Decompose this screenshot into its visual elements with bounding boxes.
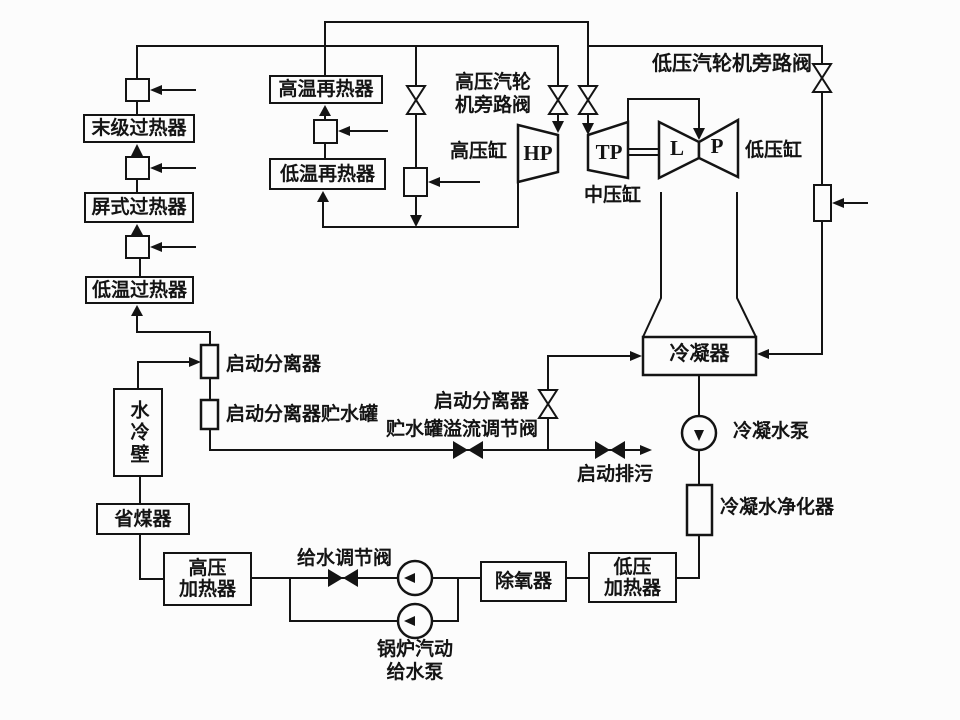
water-wall-box: 水冷壁 <box>113 388 163 477</box>
hp-bypass-valve-label: 高压汽轮 机旁路阀 <box>455 71 532 116</box>
overflow-regulating-valve <box>537 389 559 419</box>
hp-cylinder-label: 高压缸 <box>450 140 508 162</box>
attemperator-reheat <box>313 119 338 144</box>
condensate-pump-label: 冷凝水泵 <box>733 420 810 442</box>
platen-superheater-box: 屏式过热器 <box>84 192 194 223</box>
boiler-feed-pump-label: 锅炉汽动 给水泵 <box>376 638 453 683</box>
high-temp-reheater-label: 高温再热器 <box>278 78 374 100</box>
main-steam-line <box>136 45 559 121</box>
lp-bypass-valve <box>811 63 833 93</box>
high-temp-reheater-box: 高温再热器 <box>269 75 383 104</box>
hp-heater-label-1: 高压 <box>188 557 227 579</box>
lp-left-abbr: L <box>669 136 684 160</box>
condensate-polisher-label: 冷凝水净化器 <box>720 496 835 518</box>
superheater-train-line <box>136 101 189 503</box>
startup-drain-valve <box>595 441 625 459</box>
overflow-line <box>547 355 630 450</box>
crossover-pipe <box>627 98 700 128</box>
lp-cylinder-label: 低压缸 <box>745 139 803 161</box>
low-temp-superheater-label: 低温过热器 <box>91 278 187 301</box>
deaerator-box: 除氧器 <box>480 561 567 602</box>
startup-separator-vessel <box>199 343 220 380</box>
ip-turbine-abbr: TP <box>595 140 623 164</box>
platen-superheater-label: 屏式过热器 <box>91 196 187 218</box>
lp-heater-label-2: 加热器 <box>603 576 661 599</box>
startup-separator-label: 启动分离器 <box>226 353 322 375</box>
lp-heater-box: 低压 加热器 <box>588 552 677 603</box>
lp-bypass-line <box>588 45 823 355</box>
condensate-polisher-vessel <box>685 483 714 537</box>
low-temp-reheater-label: 低温再热器 <box>279 162 375 185</box>
hp-bypass-valve <box>405 85 427 115</box>
feedwater-control-valve <box>328 569 358 587</box>
attemperator-3 <box>125 235 150 259</box>
startup-drain-label: 启动排污 <box>577 463 654 485</box>
flow-arrows <box>131 85 844 626</box>
feedwater-valve-label: 给水调节阀 <box>297 547 393 569</box>
low-temp-superheater-box: 低温过热器 <box>85 276 194 304</box>
tank-outlet-valve <box>453 441 483 459</box>
deaerator-label: 除氧器 <box>494 570 552 592</box>
lp-right-abbr: P <box>710 134 724 158</box>
hp-stop-valve <box>547 85 569 115</box>
ip-turbine <box>586 120 630 180</box>
separator-line <box>136 316 211 400</box>
overflow-valve-label-2: 贮水罐溢流调节阀 <box>386 418 539 440</box>
spray-lines <box>162 89 868 248</box>
separator-storage-tank-vessel <box>199 398 220 431</box>
final-superheater-box: 末级过热器 <box>83 114 195 143</box>
overflow-valve-label-1: 启动分离器 <box>434 390 530 412</box>
economizer-box: 省煤器 <box>96 503 190 535</box>
economizer-label: 省煤器 <box>114 507 172 530</box>
attemperator-1 <box>125 78 150 102</box>
hp-heater-box: 高压 加热器 <box>163 552 252 606</box>
lp-bypass-valve-label: 低压汽轮机旁路阀 <box>652 51 812 75</box>
condenser-shell <box>641 335 758 377</box>
low-temp-reheater-box: 低温再热器 <box>269 158 386 190</box>
hot-reheat-line <box>324 21 589 123</box>
hp-heater-label-2: 加热器 <box>178 578 236 600</box>
ip-stop-valve <box>577 85 599 115</box>
hp-turbine-abbr: HP <box>523 141 553 165</box>
water-wall-label: 水冷壁 <box>127 399 150 466</box>
condenser-neck <box>642 192 757 338</box>
attemperator-2 <box>125 156 150 180</box>
ip-cylinder-label: 中压缸 <box>584 184 642 206</box>
condensate-line <box>677 375 700 579</box>
cold-reheat-line <box>322 182 519 228</box>
final-superheater-label: 末级过热器 <box>91 117 187 139</box>
lp-turbine-right <box>697 117 740 179</box>
attemperator-hp-bypass <box>403 167 428 197</box>
shaft-line <box>628 148 659 156</box>
separator-tank-label: 启动分离器贮水罐 <box>226 403 379 425</box>
attemperator-lp-bypass <box>813 184 832 222</box>
hp-turbine <box>516 123 560 184</box>
drain-line <box>209 429 640 451</box>
lp-heater-label-1: 低压 <box>613 555 652 578</box>
condenser-label: 冷凝器 <box>669 341 730 365</box>
